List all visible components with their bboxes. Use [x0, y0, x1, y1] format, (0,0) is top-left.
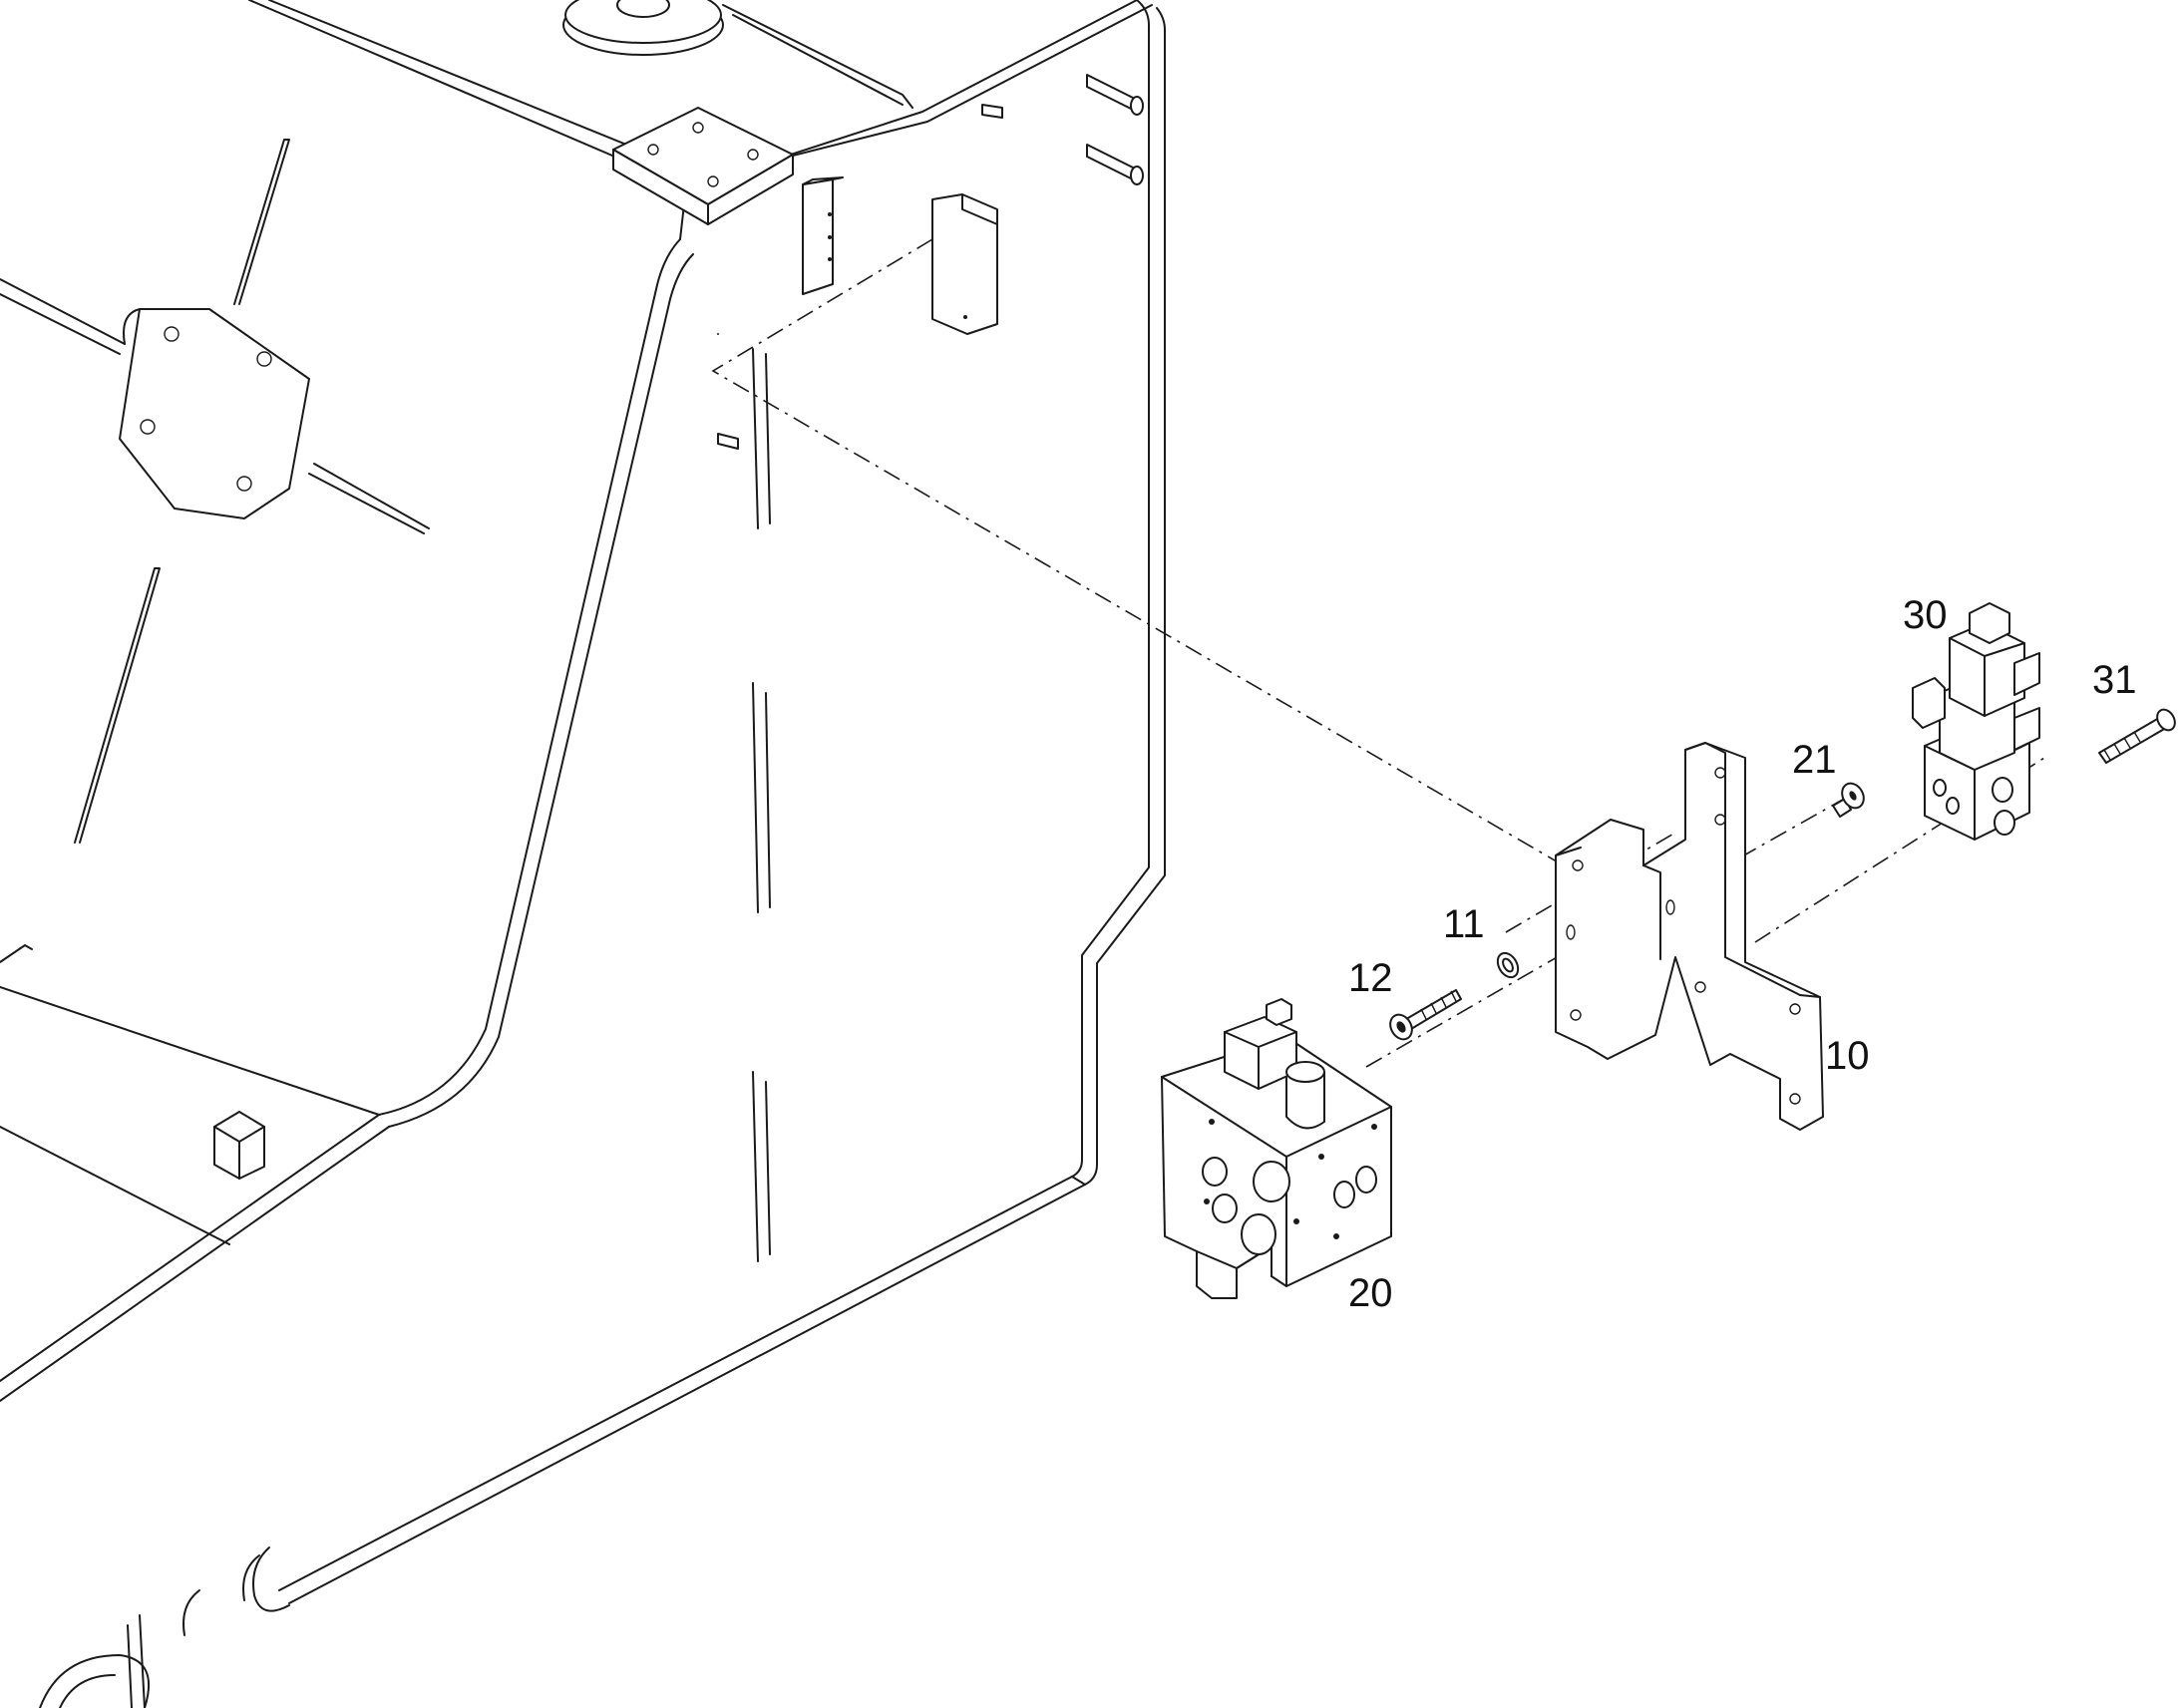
callout-11: 11: [1443, 902, 1485, 946]
part-12-screw: [1389, 989, 1462, 1041]
filler-cap: [562, 0, 913, 109]
callout-10: 10: [1825, 1034, 1870, 1078]
small-block: [213, 1111, 265, 1180]
part-31-bolt: [2098, 708, 2176, 764]
mounting-pad-top: [612, 107, 794, 225]
machine-frame: [0, 0, 1166, 1708]
part-10-mounting-bracket: [1555, 742, 1824, 1131]
callout-labels: 10 11 12 20 21 30 31: [1348, 593, 2137, 1315]
callout-12: 12: [1348, 956, 1393, 1000]
part-11-washer: [1496, 951, 1520, 979]
callout-21: 21: [1792, 738, 1837, 782]
part-20-valve-block: [1161, 998, 1392, 1299]
callout-20: 20: [1348, 1271, 1393, 1315]
bracket-blocks: [802, 176, 998, 335]
assembly-centerlines: [711, 238, 2045, 1068]
vertical-pins: [1086, 74, 1144, 185]
callout-31: 31: [2092, 658, 2137, 702]
callout-30: 30: [1903, 593, 1948, 637]
tank-side-cover: [0, 139, 430, 963]
part-30-solenoid-valve: [1912, 602, 2040, 841]
part-21-screw: [1832, 782, 1865, 818]
